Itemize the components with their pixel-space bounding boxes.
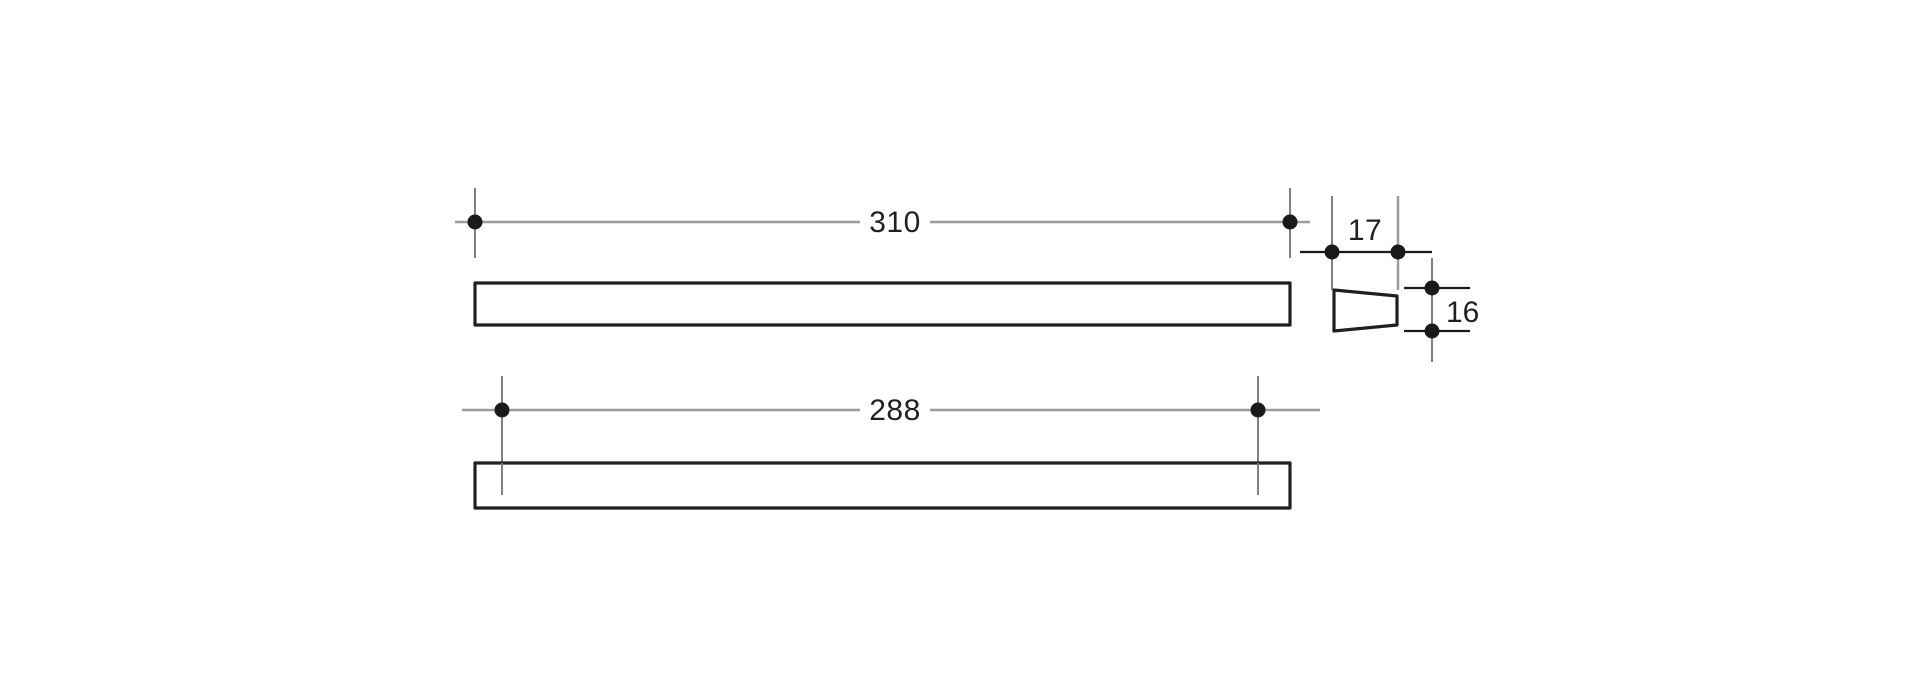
dimension-288: 288 <box>462 376 1320 495</box>
dimension-terminator-dot <box>1324 244 1340 260</box>
lower-bar-outline <box>473 461 1292 510</box>
dimension-terminator-dot <box>494 402 510 418</box>
dimension-terminator-dot <box>1282 214 1298 230</box>
dimension-terminator-dot <box>1250 402 1266 418</box>
dimension-310: 310 <box>455 188 1310 258</box>
dimension-terminator-dot <box>467 214 483 230</box>
dimension-label-16: 16 <box>1446 296 1479 329</box>
dimension-label-288: 288 <box>869 394 921 427</box>
dimension-terminator-dot <box>1424 323 1440 339</box>
front-view-upper-bar <box>473 281 1292 327</box>
dimension-17: 17 <box>1300 196 1432 290</box>
upper-bar-outline <box>473 281 1292 327</box>
dimension-terminator-dot <box>1424 280 1440 296</box>
dimension-label-17: 17 <box>1348 214 1382 247</box>
front-view-lower-bar <box>473 461 1292 510</box>
dimension-16: 16 <box>1404 258 1479 362</box>
side-view-profile <box>1332 288 1399 333</box>
profile-trapezoid-outline <box>1332 288 1399 333</box>
dimension-label-310: 310 <box>869 206 921 239</box>
dimension-terminator-dot <box>1390 244 1406 260</box>
